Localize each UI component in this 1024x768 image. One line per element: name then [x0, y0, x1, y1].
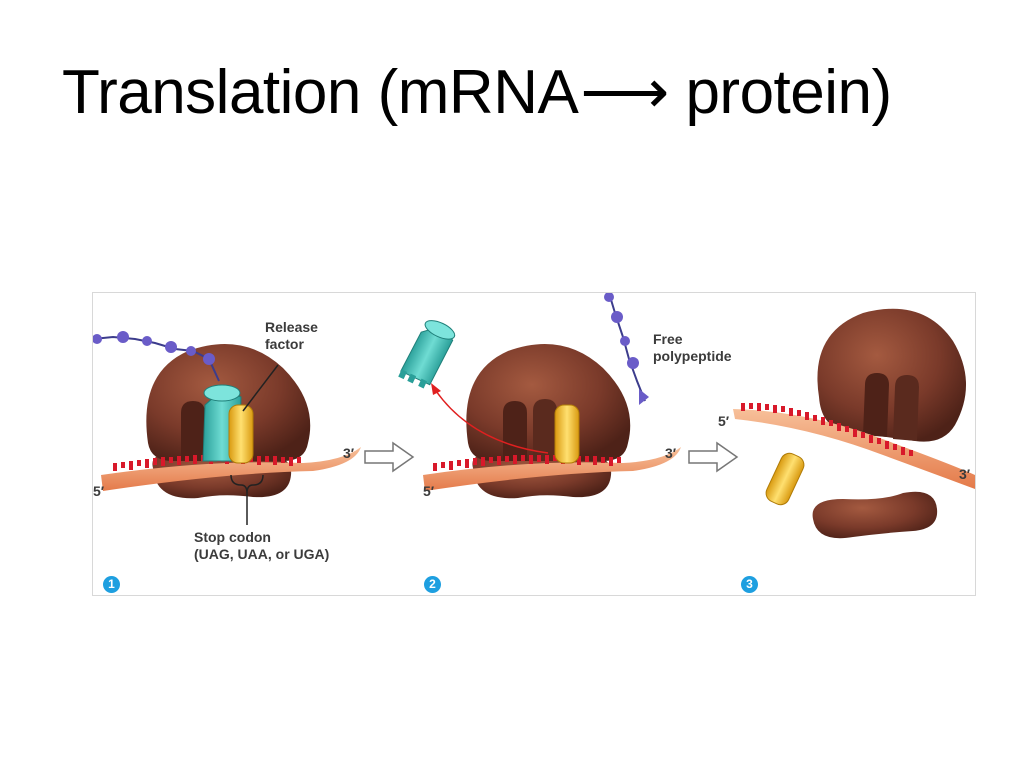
mrna-strand [733, 409, 975, 489]
step-arrow-1-icon [364, 441, 415, 473]
free-polypeptide-icon [604, 293, 649, 405]
release-factor-icon [765, 452, 805, 506]
five-prime-label-2: 5′ [423, 483, 435, 499]
ribosome-p-site [533, 399, 557, 461]
translation-termination-figure: Release factor Free polypeptide Stop cod… [92, 292, 976, 596]
five-prime-label-1: 5′ [93, 483, 105, 499]
ribosome-e-site [181, 401, 205, 461]
ribosome-large-subunit [817, 308, 967, 442]
release-factor-pointer [242, 364, 279, 412]
step-badge-2: 2 [424, 576, 441, 593]
step-arrow-2-icon [688, 441, 739, 473]
mrna-codon-marks [433, 455, 621, 471]
released-trna-icon [398, 320, 456, 389]
three-prime-label-1: 3′ [343, 445, 355, 461]
three-prime-label-2: 3′ [665, 445, 677, 461]
step-badge-1: 1 [103, 576, 120, 593]
panel-3 [733, 308, 975, 539]
ribosome-small-subunit [812, 491, 938, 539]
five-prime-label-3: 5′ [718, 413, 730, 429]
title-text-end: protein) [668, 58, 892, 127]
three-prime-label-3: 3′ [959, 466, 971, 482]
release-factor-icon [228, 404, 254, 464]
title-arrow-icon: ⟶ [580, 58, 669, 127]
mrna-strand [423, 447, 681, 491]
termination-diagram [93, 293, 975, 539]
ribosome-site-slot [893, 375, 919, 441]
stop-codon-label: Stop codon (UAG, UAA, or UGA) [194, 529, 330, 562]
exit-arrow-icon [435, 390, 549, 454]
ribosome-site-slot [863, 373, 889, 437]
release-factor-label: Release factor [265, 319, 318, 352]
mrna-codon-marks [741, 403, 913, 456]
slide-title: Translation (mRNA⟶ protein) [62, 55, 892, 128]
free-polypeptide-label: Free polypeptide [653, 331, 732, 364]
ribosome-e-site [503, 401, 527, 461]
panel-1 [93, 331, 361, 525]
release-factor-icon [554, 404, 580, 464]
step-badge-3: 3 [741, 576, 758, 593]
panel-2 [398, 293, 681, 499]
mrna-strand [101, 447, 361, 491]
title-text-start: Translation (mRNA [62, 58, 579, 127]
polypeptide-chain-icon [93, 331, 220, 382]
